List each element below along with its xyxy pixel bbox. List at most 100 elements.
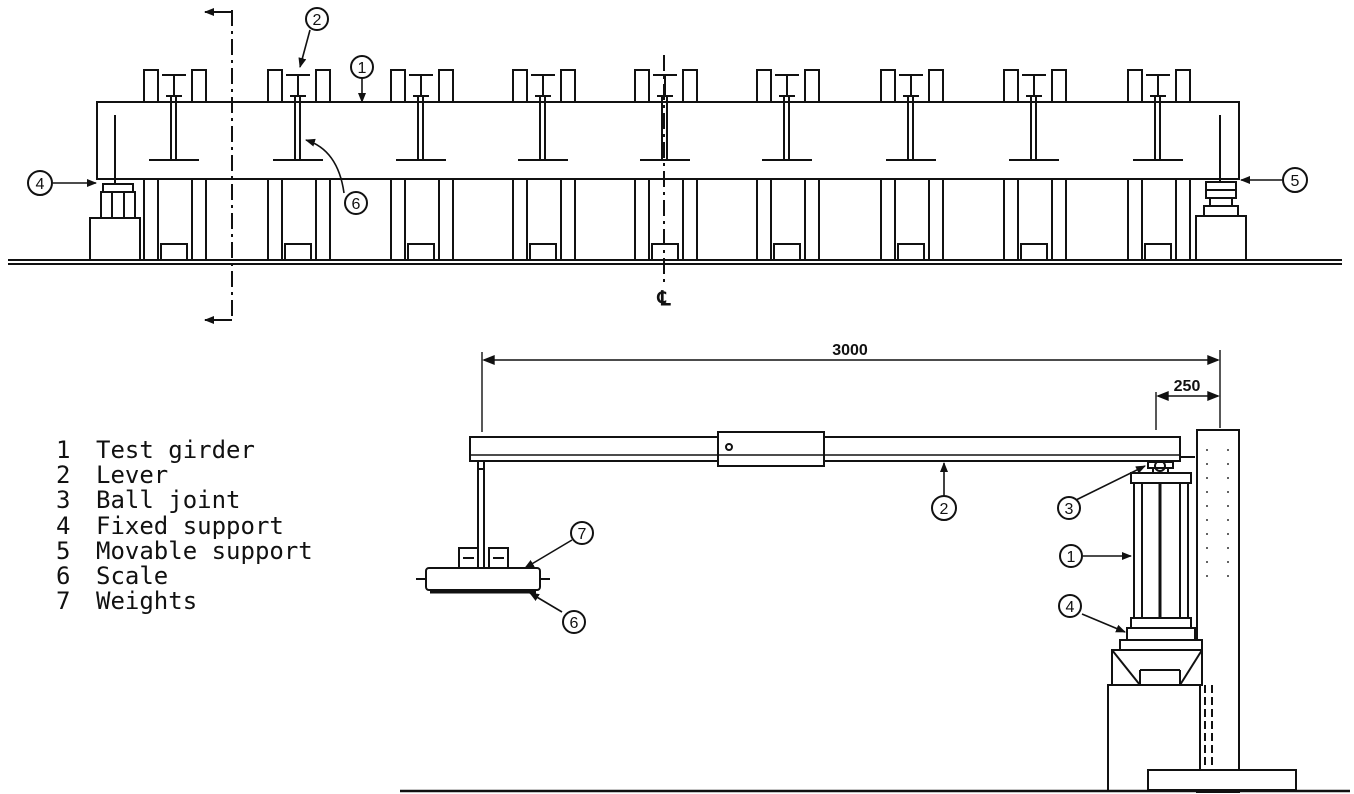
frame-post-bottom xyxy=(880,178,896,261)
callout-1-section: 1 xyxy=(1059,544,1083,568)
loading-frame xyxy=(1003,69,1067,261)
ball-joint xyxy=(1147,460,1174,474)
dimension-span xyxy=(481,350,1221,432)
callout-5-elevation: 5 xyxy=(1282,167,1308,193)
frame-post-top xyxy=(1003,69,1019,103)
frame-post-top xyxy=(1127,69,1143,103)
frame-post-bottom xyxy=(634,178,650,261)
column-dot xyxy=(1227,561,1229,563)
section-cut-line xyxy=(204,8,233,324)
frame-foot xyxy=(160,243,188,261)
frame-post-bottom xyxy=(438,178,454,261)
loading-frame xyxy=(1127,69,1191,261)
frame-post-bottom xyxy=(191,178,207,261)
callout-6-elevation: 6 xyxy=(344,191,368,215)
fixed-support-section xyxy=(1111,627,1203,686)
column-dot xyxy=(1227,477,1229,479)
frame-post-top xyxy=(1051,69,1067,103)
column-dot xyxy=(1227,505,1229,507)
column-dot xyxy=(1227,533,1229,535)
frame-post-top xyxy=(512,69,528,103)
legend-label: Movable support xyxy=(96,536,313,565)
column-dot xyxy=(1227,547,1229,549)
elevation-callouts xyxy=(53,29,1282,194)
frame-foot xyxy=(1144,243,1172,261)
legend-number: 7 xyxy=(56,587,71,616)
callout-2-section: 2 xyxy=(931,495,957,521)
column-dot xyxy=(1227,463,1229,465)
legend-number: 1 xyxy=(56,436,71,464)
frame-post-bottom xyxy=(1051,178,1067,261)
legend-number: 3 xyxy=(56,486,71,515)
frame-foot xyxy=(1020,243,1048,261)
loading-frame xyxy=(880,69,944,261)
fixed-support-left xyxy=(89,115,141,261)
column-dot xyxy=(1206,547,1208,549)
frame-foot xyxy=(897,243,925,261)
svg-text:6: 6 xyxy=(352,196,361,213)
section-callouts xyxy=(524,462,1146,633)
loading-frame xyxy=(390,69,454,261)
svg-text:2: 2 xyxy=(940,501,949,518)
legend-item: 1 Test girder xyxy=(56,436,313,464)
legend-number: 4 xyxy=(56,511,71,540)
legend-item: 7 Weights xyxy=(56,589,313,614)
frame-post-top xyxy=(315,69,331,103)
callout-1-elevation: 1 xyxy=(350,55,374,79)
column-dot xyxy=(1227,575,1229,577)
frame-post-top xyxy=(143,69,159,103)
legend-number: 5 xyxy=(56,536,71,565)
pedestal xyxy=(1107,684,1297,792)
column-dot xyxy=(1206,533,1208,535)
frame-post-bottom xyxy=(560,178,576,261)
frame-post-bottom xyxy=(390,178,406,261)
frame-foot xyxy=(773,243,801,261)
callout-7-section: 7 xyxy=(570,521,594,545)
callout-4-section: 4 xyxy=(1058,594,1082,618)
svg-text:4: 4 xyxy=(36,176,45,193)
frame-post-bottom xyxy=(1127,178,1143,261)
frame-post-top xyxy=(928,69,944,103)
frame-post-bottom xyxy=(512,178,528,261)
legend-label: Lever xyxy=(96,461,169,490)
frame-post-top xyxy=(682,69,698,103)
loading-frame xyxy=(512,69,576,261)
frame-post-top xyxy=(756,69,772,103)
frame-post-bottom xyxy=(1175,178,1191,261)
loading-frame xyxy=(634,69,698,261)
frame-post-top xyxy=(880,69,896,103)
svg-text:3: 3 xyxy=(1065,501,1074,518)
column-dot xyxy=(1206,519,1208,521)
column-dot xyxy=(1206,505,1208,507)
frame-post-bottom xyxy=(804,178,820,261)
svg-text:1: 1 xyxy=(358,60,367,77)
legend-label: Test girder xyxy=(96,436,255,464)
callout-3-section: 3 xyxy=(1057,496,1081,520)
svg-text:5: 5 xyxy=(1291,173,1300,190)
dimension-offset-label: 250 xyxy=(1174,378,1201,395)
frame-post-top xyxy=(191,69,207,103)
test-girder-section xyxy=(1130,472,1192,629)
support-column xyxy=(1196,429,1240,793)
svg-text:1: 1 xyxy=(1067,549,1076,566)
loading-frame xyxy=(756,69,820,261)
svg-text:4: 4 xyxy=(1066,599,1075,616)
frame-post-bottom xyxy=(756,178,772,261)
svg-text:6: 6 xyxy=(570,615,579,632)
column-dot xyxy=(1206,449,1208,451)
frame-foot xyxy=(529,243,557,261)
column-dot xyxy=(1206,491,1208,493)
legend-label: Weights xyxy=(96,587,198,616)
column-dot xyxy=(1227,491,1229,493)
column-dot xyxy=(1227,449,1229,451)
frame-post-bottom xyxy=(143,178,159,261)
frame-post-bottom xyxy=(315,178,331,261)
column-dot xyxy=(1206,477,1208,479)
frame-post-bottom xyxy=(267,178,283,261)
loading-frame xyxy=(267,69,331,261)
